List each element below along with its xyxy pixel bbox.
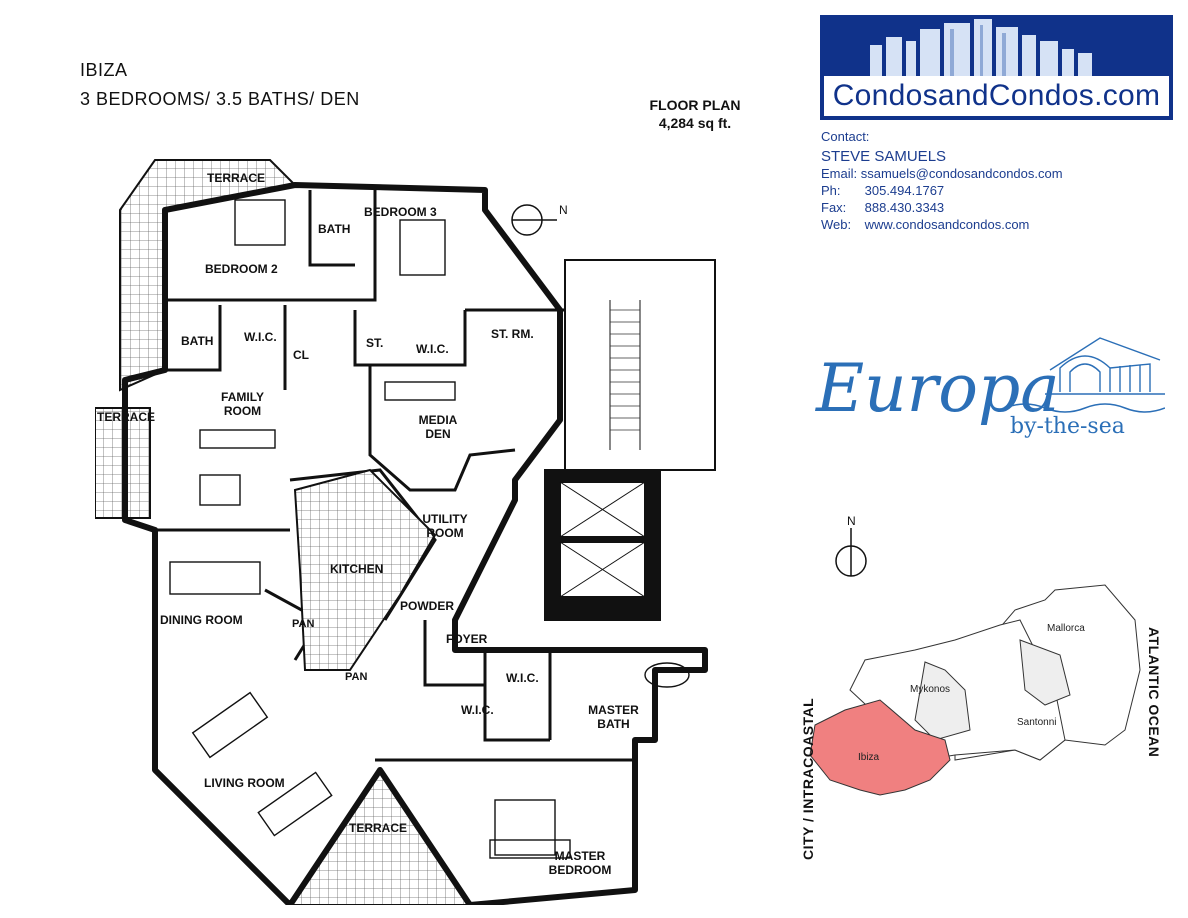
email-label: Email:	[821, 166, 858, 181]
contact-block: Contact: STEVE SAMUELS Email: ssamuels@c…	[821, 128, 1063, 233]
email-link[interactable]: ssamuels@condosandcondos.com	[860, 166, 1063, 181]
wave-icon	[1005, 403, 1165, 413]
contact-heading: Contact:	[821, 129, 870, 144]
room-wic-mid: W.I.C.	[416, 342, 449, 356]
arch-icon	[1045, 337, 1165, 395]
contact-fax-row: Fax: 888.430.3343	[821, 199, 1063, 216]
contact-name: STEVE SAMUELS	[821, 148, 947, 165]
map-label-santonni: Santonni	[1017, 717, 1057, 728]
room-bedroom-2: BEDROOM 2	[205, 262, 278, 276]
floor-plan-heading: FLOOR PLAN 4,284 sq ft.	[640, 96, 750, 132]
map-label-ibiza: Ibiza	[858, 752, 880, 763]
room-bedroom-3: BEDROOM 3	[364, 205, 437, 219]
plan-subtitle: 3 BEDROOMS/ 3.5 BATHS/ DEN	[80, 89, 360, 109]
contact-phone-row: Ph: 305.494.1767	[821, 182, 1063, 199]
room-kitchen: KITCHEN	[330, 562, 384, 576]
room-st: ST.	[366, 336, 384, 350]
ibiza-highlight	[809, 699, 951, 796]
floor-plan-drawing	[95, 159, 716, 905]
fax-value: 888.430.3343	[864, 200, 945, 215]
room-living-room: LIVING ROOM	[204, 776, 285, 790]
atlantic-ocean-label: ATLANTIC OCEAN	[1146, 627, 1162, 758]
map-label-mallorca: Mallorca	[1047, 623, 1085, 634]
plan-compass: N	[505, 198, 575, 242]
room-dining-room: DINING ROOM	[160, 613, 243, 627]
room-terrace-bottom: TERRACE	[349, 821, 408, 835]
room-master-bath: MASTER BATH	[588, 703, 639, 731]
phone-label: Ph:	[821, 183, 841, 198]
floor-plan-label: FLOOR PLAN	[649, 97, 741, 113]
contact-web-row: Web: www.condosandcondos.com	[821, 216, 1063, 233]
room-bath-top: BATH	[318, 222, 351, 236]
compass-n-label: N	[559, 203, 568, 217]
room-pan-1: PAN	[292, 618, 315, 630]
logo-text: CondosandCondos.com	[824, 76, 1169, 116]
phone-value: 305.494.1767	[864, 183, 945, 198]
europa-tagline: by-the-sea	[1010, 414, 1125, 439]
room-utility-room: UTILITY ROOM	[422, 512, 468, 540]
floor-plan-area: 4,284 sq ft.	[658, 115, 732, 131]
room-terrace-top: TERRACE	[207, 171, 266, 185]
web-link[interactable]: www.condosandcondos.com	[864, 217, 1030, 232]
room-family-room: FAMILY ROOM	[221, 390, 264, 418]
site-map	[809, 584, 1141, 796]
room-powder: POWDER	[400, 599, 454, 613]
contact-email-row: Email: ssamuels@condosandcondos.com	[821, 165, 1063, 182]
room-cl: CL	[293, 348, 309, 362]
city-intracoastal-label: CITY / INTRACOASTAL	[800, 697, 816, 860]
condosandcondos-logo[interactable]: CondosandCondos.com	[820, 15, 1173, 120]
room-foyer: FOYER	[446, 632, 488, 646]
room-wic-left: W.I.C.	[244, 330, 277, 344]
room-wic-master-2: W.I.C.	[461, 703, 494, 717]
room-media-den: MEDIA DEN	[418, 413, 458, 441]
room-st-rm: ST. RM.	[491, 327, 534, 341]
fax-label: Fax:	[821, 200, 847, 215]
map-label-mykonos: Mykonos	[910, 684, 951, 695]
compass-icon	[835, 528, 867, 577]
map-compass: N	[830, 514, 870, 584]
room-pan-2: PAN	[345, 671, 368, 683]
plan-title: IBIZA	[80, 60, 128, 80]
web-label: Web:	[821, 217, 852, 232]
room-bath-left: BATH	[181, 334, 214, 348]
map-compass-n-label: N	[847, 514, 856, 528]
skyline-icon	[820, 15, 1173, 77]
room-master-bedroom: MASTER BEDROOM	[548, 849, 612, 877]
compass-icon	[511, 204, 557, 236]
room-wic-master-1: W.I.C.	[506, 671, 539, 685]
room-terrace-left: TERRACE	[97, 410, 156, 424]
europa-logo: Europa by-the-sea	[810, 330, 1170, 450]
europa-name: Europa	[816, 350, 1060, 427]
